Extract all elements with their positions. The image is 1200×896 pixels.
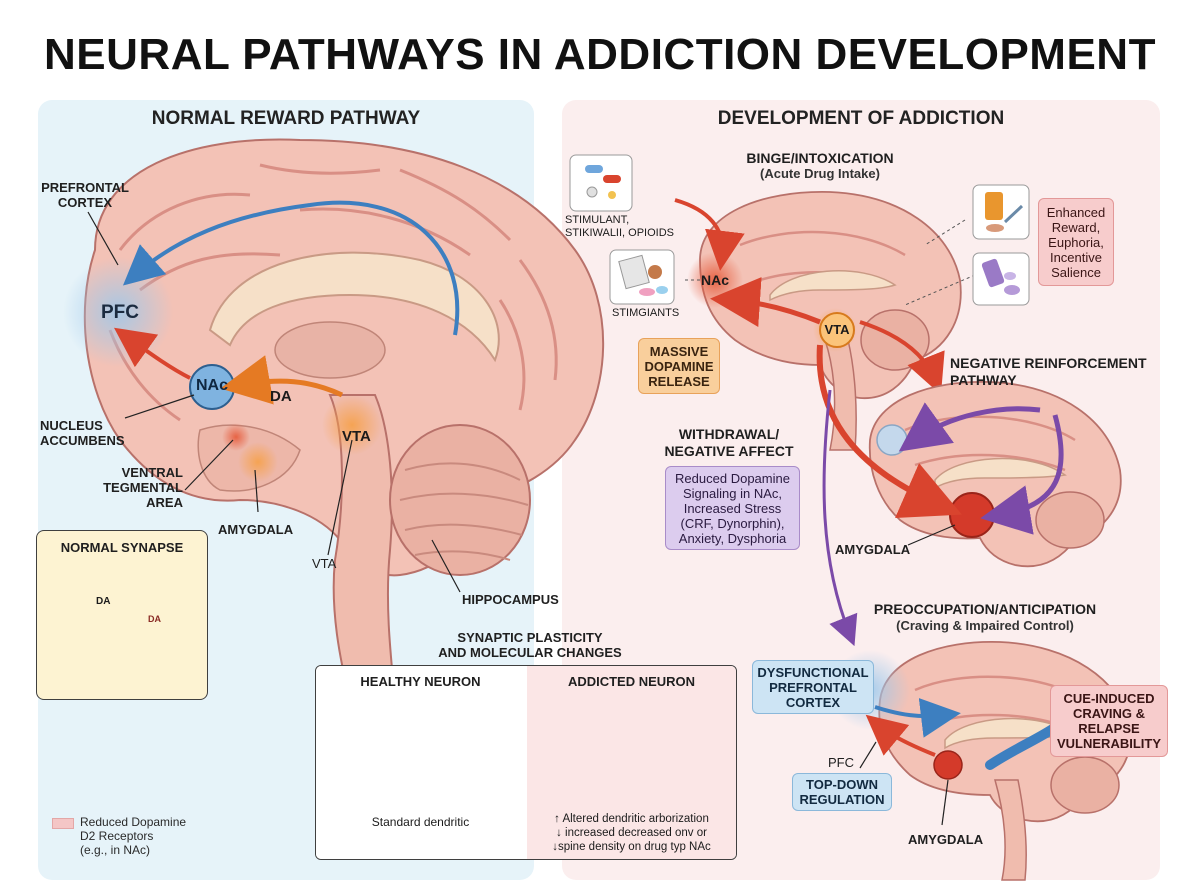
label-pfc: PFC xyxy=(101,302,139,323)
healthy-neuron-panel xyxy=(316,666,527,859)
to-preoccupation-arrow xyxy=(822,389,858,647)
pre-amygdala-node xyxy=(933,750,963,780)
binge-vta-node xyxy=(819,312,855,348)
addicted-neuron-title: ADDICTED NEURON xyxy=(567,674,696,689)
label-vta-pointer: VTA xyxy=(312,556,337,571)
vta-to-nac-binge-arrow xyxy=(710,277,821,327)
label-vta: VTA xyxy=(342,428,371,445)
synapse-heading: NORMAL SYNAPSE xyxy=(60,540,184,555)
legend-swatch xyxy=(52,818,74,829)
binge-vta-label: VTA xyxy=(824,322,850,337)
amygdala-to-pfc-arrow xyxy=(865,714,936,757)
page-title: NEURAL PATHWAYS IN ADDICTION DEVELOPMENT xyxy=(44,30,1156,79)
negative-amygdala-label: AMYGDALA xyxy=(835,542,911,557)
stress-loop-arrow xyxy=(980,414,1064,535)
enhanced-reward-box: Enhanced Reward, Euphoria, Incentive Sal… xyxy=(1038,198,1114,286)
preoccupation-subtitle: (Craving & Impaired Control) xyxy=(896,618,1074,633)
synapse-da-right: DA xyxy=(148,614,161,624)
label-ventral-tegmental-area: VENTRAL TEGMENTAL AREA xyxy=(103,465,183,510)
drug-to-nac-arrow xyxy=(674,198,745,271)
normal-pathway-heading: NORMAL REWARD PATHWAY xyxy=(151,108,421,129)
top-down-regulation-box: TOP-DOWN REGULATION xyxy=(792,773,892,811)
withdrawal-box: Reduced Dopamine Signaling in NAc, Incre… xyxy=(665,466,800,550)
binge-nac-label: NAc xyxy=(700,272,729,288)
withdrawal-title: WITHDRAWAL/ NEGATIVE AFFECT xyxy=(664,426,794,459)
binge-to-negative-arrow xyxy=(859,320,945,395)
healthy-neuron-title: HEALTHY NEURON xyxy=(360,674,481,689)
drug-label-2: STIMGIANTS xyxy=(612,307,680,319)
cortex-feedback-arrow xyxy=(122,200,460,336)
normal-brain-illustration xyxy=(63,138,605,701)
addicted-neuron-caption: ↑ Altered dendritic arborization ↓ incre… xyxy=(552,813,711,853)
dysfunctional-pfc-box: DYSFUNCTIONAL PREFRONTAL CORTEX xyxy=(752,660,874,714)
addiction-development-heading: DEVELOPMENT OF ADDICTION xyxy=(717,108,1005,129)
cue-induced-craving-box: CUE-INDUCED CRAVING & RELAPSE VULNERABIL… xyxy=(1050,685,1168,757)
preoccupation-title: PREOCCUPATION/ANTICIPATION xyxy=(873,601,1097,617)
drug-label-1: STIMULANT, STIKIWALII, OPIOIDS xyxy=(565,214,675,239)
massive-dopamine-box: MASSIVE DOPAMINE RELEASE xyxy=(638,338,720,394)
amygdala-node xyxy=(949,492,995,538)
plasticity-box xyxy=(315,665,737,860)
label-nucleus-accumbens: NUCLEUS ACCUMBENS xyxy=(40,418,125,448)
healthy-neuron-caption: Standard dendritic xyxy=(371,815,470,829)
label-prefrontal-cortex: PREFRONTAL CORTEX xyxy=(41,180,129,210)
label-amygdala: AMYGDALA xyxy=(218,522,294,537)
vta-to-amygdala-arrow xyxy=(816,344,962,519)
label-hippocampus: HIPPOCAMPUS xyxy=(462,592,559,607)
label-da: DA xyxy=(270,388,292,405)
pre-amygdala-label: AMYGDALA xyxy=(908,832,984,847)
drug-icons xyxy=(569,154,1030,306)
vta-to-nac-arrow xyxy=(220,355,344,405)
plasticity-heading: SYNAPTIC PLASTICITY AND MOLECULAR CHANGE… xyxy=(438,630,622,660)
synapse-da-left: DA xyxy=(96,596,111,607)
negative-reinforcement-title: NEGATIVE REINFORCEMENT PATHWAY xyxy=(950,355,1147,388)
normal-synapse-box xyxy=(36,530,208,700)
binge-brain-illustration xyxy=(674,191,976,451)
legend-text: Reduced Dopamine D2 Receptors (e.g., in … xyxy=(80,815,187,857)
binge-title: BINGE/INTOXICATION xyxy=(746,150,894,166)
pfc-regulation-arrow xyxy=(874,697,961,738)
addicted-neuron-panel xyxy=(527,666,736,859)
label-nac: NAc xyxy=(195,377,228,394)
nac-to-pfc-arrow xyxy=(113,327,191,380)
binge-subtitle: (Acute Drug Intake) xyxy=(760,166,880,181)
negative-brain-illustration xyxy=(816,344,1122,647)
pre-pfc-label: PFC xyxy=(828,755,854,770)
